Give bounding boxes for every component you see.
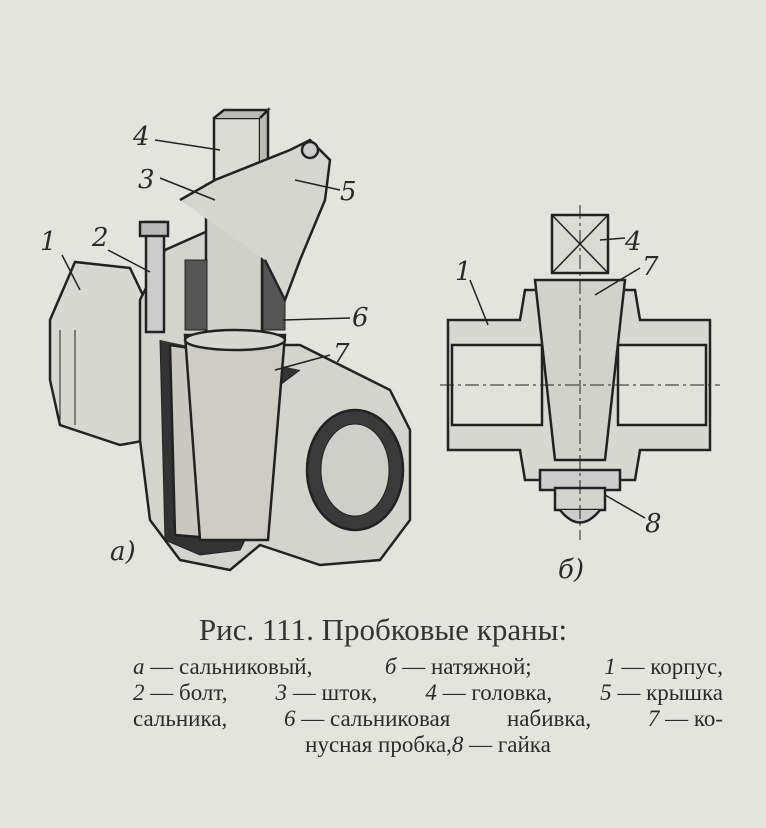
caption-entry: набивка, bbox=[507, 706, 591, 732]
callout-leaders bbox=[61, 139, 646, 519]
caption-entry: а — сальниковый, bbox=[133, 654, 312, 680]
caption-entry-text: набивка, bbox=[506, 706, 592, 731]
sublabel-b: б) bbox=[558, 555, 584, 585]
caption-entry-text: — натяжной; bbox=[396, 654, 532, 679]
caption-line: а — сальниковый, б — натяжной; 1 — корпус, bbox=[133, 654, 723, 680]
caption-entry-text: — гайка bbox=[463, 732, 551, 757]
caption-entry-text: — корпус, bbox=[615, 654, 723, 679]
caption-entry-key: 4 bbox=[425, 680, 437, 705]
caption-entry: 5 — крышка bbox=[600, 680, 723, 706]
caption-entry-key: 2 bbox=[133, 680, 145, 705]
caption-entry: сальника, bbox=[133, 706, 227, 732]
caption-line: сальника, 6 — сальниковая набивка, 7 — ко- bbox=[133, 706, 723, 732]
caption-entry-key: 8 bbox=[451, 732, 464, 757]
callout-4: 4 bbox=[132, 122, 150, 152]
caption-legend: а — сальниковый, б — натяжной; 1 — корпус,… bbox=[133, 654, 723, 758]
caption-entry-key: 5 bbox=[600, 680, 612, 705]
caption-entry-key: а bbox=[133, 654, 145, 679]
caption-entry-key: б bbox=[384, 654, 397, 679]
caption-entry: 6 — сальниковая bbox=[284, 706, 450, 732]
callout-3: 3 bbox=[138, 165, 155, 195]
callout-b-4: 4 bbox=[624, 227, 642, 257]
caption-entry-text: — болт, bbox=[144, 680, 228, 705]
caption-entry-key: 3 bbox=[275, 680, 287, 705]
caption-entry-text: — головка, bbox=[436, 680, 553, 705]
caption-entry-key: 6 bbox=[283, 706, 296, 731]
callout-b-1: 1 bbox=[455, 257, 472, 287]
caption-entry: нусная пробка, bbox=[305, 732, 452, 758]
valve-a-drawing bbox=[48, 106, 412, 572]
caption-entry-key: 1 bbox=[604, 654, 616, 679]
caption-entry-key: 7 bbox=[647, 706, 660, 731]
caption-line: нусная пробка, 8 — гайка bbox=[133, 732, 723, 758]
caption-entry: 7 — ко- bbox=[648, 706, 723, 732]
caption-entry-text: — ко- bbox=[659, 706, 723, 731]
callout-2: 2 bbox=[91, 223, 109, 253]
callout-1: 1 bbox=[40, 227, 57, 257]
caption-entry-text: нусная пробка, bbox=[305, 732, 452, 757]
caption-entry: 3 — шток, bbox=[275, 680, 377, 706]
callout-7: 7 bbox=[333, 339, 350, 369]
caption-entry: б — натяжной; bbox=[385, 654, 532, 680]
caption-title: Рис. 111. Пробковые краны: bbox=[198, 612, 568, 647]
caption-entry-text: — сальниковый, bbox=[144, 654, 313, 679]
callout-b-8: 8 bbox=[645, 509, 662, 539]
caption-line: 2 — болт, 3 — шток, 4 — головка, 5 — крышка bbox=[133, 680, 723, 706]
caption-entry-text: — шток, bbox=[286, 680, 378, 705]
callout-b-7: 7 bbox=[642, 252, 659, 282]
caption-entry-text: — крышка bbox=[611, 680, 723, 705]
callout-5: 5 bbox=[340, 177, 357, 207]
caption-entry: 2 — болт, bbox=[133, 680, 227, 706]
caption-entry-text: сальника, bbox=[133, 706, 228, 731]
caption-entry-text: — сальниковая bbox=[295, 706, 451, 731]
valve-b-drawing bbox=[440, 205, 720, 540]
sublabel-a: а) bbox=[110, 537, 136, 567]
caption-entry: 4 — головка, bbox=[425, 680, 552, 706]
caption-entry: 1 — корпус, bbox=[604, 654, 723, 680]
callout-6: 6 bbox=[352, 303, 369, 333]
plug-valves-figure: 1 2 3 4 5 6 7 а) 4 1 7 8 б) bbox=[40, 106, 720, 585]
caption-entry: 8 — гайка bbox=[452, 732, 551, 758]
